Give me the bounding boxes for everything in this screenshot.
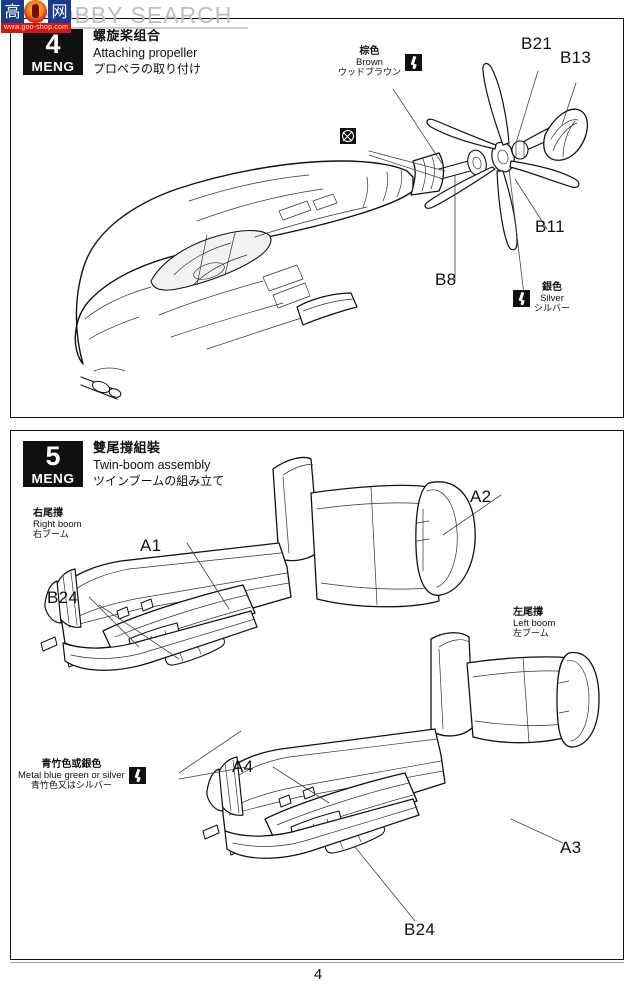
step-5-number: 5 (45, 441, 61, 471)
paint-silver-jp: シルバー (534, 304, 571, 314)
part-label-b13: B13 (560, 48, 592, 67)
paint-metal-jp: 青竹色又はシルバー (30, 781, 112, 791)
step-5-header: 5 MENG 雙尾撐組裝 Twin-boom assembly ツインブームの組… (23, 441, 224, 489)
step-4-title-jp: プロペラの取り付け (93, 62, 202, 76)
step-5-drawing (11, 431, 623, 959)
step-4-titles: 螺旋桨组合 Attaching propeller プロペラの取り付け (93, 29, 201, 77)
step-4-title-en: Attaching propeller (93, 46, 198, 60)
boom-name-right: 右尾撐 Right boom 右ブーム (33, 508, 82, 541)
part-label-a1: A1 (140, 536, 162, 555)
step-5-title-cn: 雙尾撐組裝 (93, 441, 161, 456)
paint-callout-silver: 銀色 Silver シルバー (513, 282, 571, 315)
part-label-b24-upper: B24 (47, 588, 79, 607)
left-boom-en: Left boom (513, 618, 556, 629)
right-boom-cn: 右尾撐 (33, 508, 63, 519)
boom-name-left: 左尾撐 Left boom 左ブーム (513, 607, 555, 640)
paint-brown-jp: ウッドブラウン (338, 68, 402, 78)
paint-callout-silver-text: 銀色 Silver シルバー (534, 282, 571, 315)
no-glue-ring (342, 130, 354, 142)
step-5-titles: 雙尾撐組裝 Twin-boom assembly ツインブームの組み立て (93, 441, 224, 489)
brush-icon (513, 290, 530, 308)
paint-brown-en: Brown (356, 56, 383, 68)
paint-brown-cn: 棕色 (359, 46, 380, 57)
part-label-a2: A2 (470, 487, 492, 506)
part-label-b21: B21 (521, 34, 553, 53)
no-glue-icon (340, 128, 356, 144)
brush-icon (405, 54, 423, 72)
left-boom-cn: 左尾撐 (513, 607, 543, 618)
step-4-badge: 4 MENG (23, 29, 83, 75)
paint-metal-cn: 青竹色或銀色 (41, 759, 102, 770)
footer-divider (10, 962, 624, 963)
part-label-b8: B8 (435, 270, 457, 289)
page-number: 4 (313, 966, 323, 983)
step-5-brand: MENG (31, 471, 75, 486)
brush-icon (128, 767, 146, 785)
step-4-brand: MENG (31, 59, 75, 74)
step-4-title-cn: 螺旋桨组合 (93, 29, 161, 44)
paint-silver-en: Silver (540, 292, 564, 304)
paint-callout-metal-blue-green: 青竹色或銀色 Metal blue green or silver 青竹色又はシ… (18, 759, 146, 792)
step-4-number: 4 (45, 29, 61, 59)
right-boom-jp: 右ブーム (33, 530, 69, 540)
part-label-b11: B11 (535, 217, 565, 236)
step-5-title-jp: ツインブームの組み立て (93, 474, 225, 488)
paint-callout-brown: 棕色 Brown ウッドブラウン (338, 46, 423, 79)
part-label-a4: A4 (232, 757, 254, 776)
right-boom-en: Right boom (33, 519, 82, 530)
step-5-badge: 5 MENG (23, 441, 83, 487)
step-4-panel: 4 MENG 螺旋桨组合 Attaching propeller プロペラの取り… (10, 18, 624, 418)
left-boom-jp: 左ブーム (513, 629, 549, 639)
part-label-a3: A3 (560, 838, 582, 857)
step-5-title-en: Twin-boom assembly (93, 458, 211, 472)
step-4-drawing (11, 19, 623, 417)
part-label-b24-lower: B24 (404, 920, 436, 939)
step-4-header: 4 MENG 螺旋桨组合 Attaching propeller プロペラの取り… (23, 29, 201, 77)
paint-silver-cn: 銀色 (542, 282, 562, 293)
paint-callout-brown-text: 棕色 Brown ウッドブラウン (338, 46, 402, 79)
paint-callout-metal-text: 青竹色或銀色 Metal blue green or silver 青竹色又はシ… (18, 759, 125, 792)
paint-metal-en: Metal blue green or silver (18, 769, 125, 781)
step-5-panel: 5 MENG 雙尾撐組裝 Twin-boom assembly ツインブームの組… (10, 430, 624, 960)
